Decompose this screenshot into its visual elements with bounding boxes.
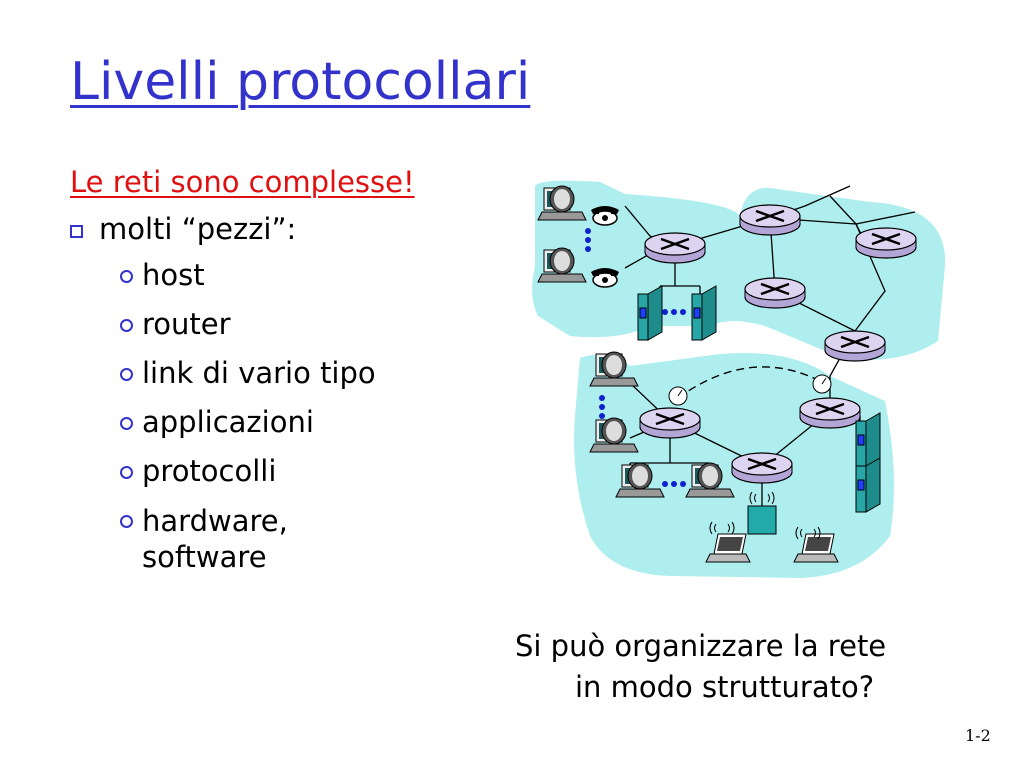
circle-bullet-icon bbox=[120, 515, 133, 528]
circle-bullet-icon bbox=[120, 319, 133, 332]
server-icon bbox=[855, 412, 881, 468]
satellite-dish-icon bbox=[668, 386, 688, 406]
network-diagram bbox=[532, 180, 946, 578]
sub-bullet: host bbox=[120, 258, 376, 307]
slide-title: Livelli protocollari bbox=[70, 52, 531, 112]
sub-bullet: link di vario tipo bbox=[120, 356, 376, 405]
sub-bullet: router bbox=[120, 307, 376, 356]
router-icon bbox=[643, 231, 707, 265]
main-bullet-text: molti “pezzi”: bbox=[99, 212, 297, 246]
sub-bullet: hardware,software bbox=[120, 503, 376, 575]
square-bullet-icon bbox=[70, 224, 83, 238]
server-icon bbox=[637, 285, 663, 341]
sub-bullet: applicazioni bbox=[120, 405, 376, 454]
circle-bullet-icon bbox=[120, 417, 133, 430]
circle-bullet-icon bbox=[120, 368, 133, 381]
telephone-icon bbox=[590, 267, 620, 288]
router-icon bbox=[638, 406, 702, 440]
router-icon bbox=[854, 226, 918, 260]
circle-bullet-icon bbox=[120, 466, 133, 479]
main-bullet: molti “pezzi”: bbox=[70, 212, 296, 246]
page-number: 1-2 bbox=[965, 726, 991, 745]
ellipsis-dots bbox=[585, 228, 686, 487]
router-icon bbox=[823, 329, 887, 363]
satellite-dish-icon bbox=[812, 374, 832, 394]
sub-bullet-list: host router link di vario tipo applicazi… bbox=[120, 258, 376, 575]
sub-bullet: protocolli bbox=[120, 454, 376, 503]
router-icon bbox=[738, 203, 802, 237]
router-icon bbox=[730, 451, 794, 485]
slide-caption: Si può organizzare la rete in modo strut… bbox=[515, 629, 887, 704]
server-icon bbox=[691, 285, 717, 341]
router-icon bbox=[743, 276, 807, 310]
router-icon bbox=[798, 396, 862, 430]
access-point-icon bbox=[747, 505, 777, 535]
circle-bullet-icon bbox=[120, 270, 133, 283]
telephone-icon bbox=[590, 205, 620, 226]
slide-subtitle: Le reti sono complesse! bbox=[70, 165, 415, 199]
server-icon bbox=[855, 457, 881, 513]
